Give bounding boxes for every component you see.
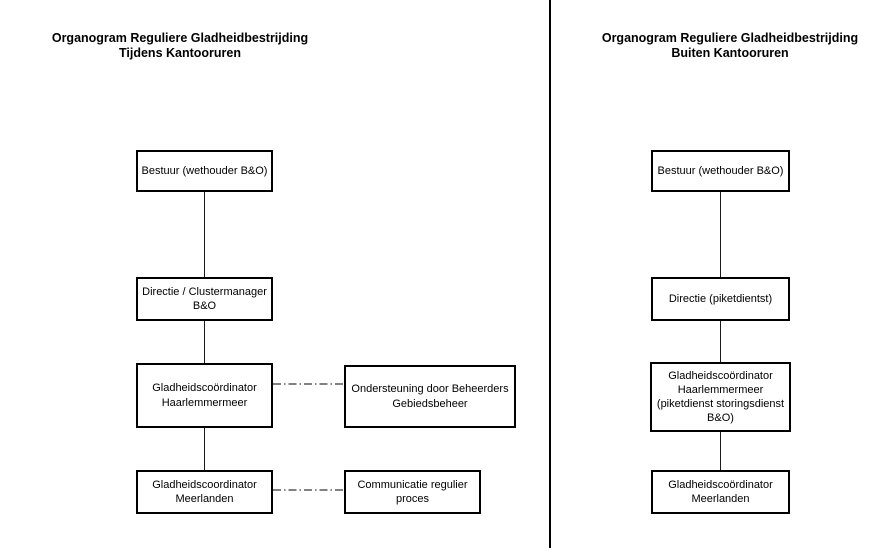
node-bestuur-right-label: Bestuur (wethouder B&O) — [657, 164, 784, 177]
node-coordinator-haarlemmermeer-right: Gladheidscoördinator Haarlemmermeer (pik… — [650, 362, 791, 432]
node-coordinator-meerlanden-right: Gladheidscoördinator Meerlanden — [651, 470, 790, 514]
node-ondersteuning-beheerders: Ondersteuning door Beheerders Gebiedsbeh… — [344, 365, 516, 428]
node-communicatie-regulier-label: Communicatie regulier proces — [357, 478, 468, 505]
node-communicatie-regulier: Communicatie regulier proces — [344, 470, 481, 514]
dashdot-connector-meerlanden-communicatie — [273, 489, 344, 491]
node-directie-piketdienst-label: Directie (piketdientst) — [668, 292, 773, 305]
dashdot-connector-haarlemmermeer-ondersteuning — [273, 383, 344, 385]
chart-title-tijdens-kantooruren: Organogram Reguliere Gladheidbestrijding… — [51, 31, 309, 61]
node-ondersteuning-beheerders-label: Ondersteuning door Beheerders Gebiedsbeh… — [351, 383, 509, 410]
node-coordinator-haarlemmermeer-left: Gladheidscoördinator Haarlemmermeer — [136, 363, 273, 428]
chart-title-buiten-kantooruren: Organogram Reguliere Gladheidbestrijding… — [601, 31, 859, 61]
node-directie-piketdienst: Directie (piketdientst) — [651, 277, 790, 321]
node-coordinator-meerlanden-left-label: Gladheidscoordinator Meerlanden — [152, 478, 257, 505]
connector-bestuur-directie-right — [720, 192, 721, 277]
connector-directie-haarlemmermeer-right — [720, 321, 721, 362]
node-coordinator-meerlanden-right-label: Gladheidscoördinator Meerlanden — [668, 478, 773, 505]
node-coordinator-haarlemmermeer-right-label: Gladheidscoördinator Haarlemmermeer (pik… — [656, 369, 785, 425]
connector-haarlemmermeer-meerlanden-right — [720, 432, 721, 470]
node-bestuur-left: Bestuur (wethouder B&O) — [136, 150, 273, 192]
connector-bestuur-directie-left — [204, 192, 205, 277]
node-coordinator-haarlemmermeer-left-label: Gladheidscoördinator Haarlemmermeer — [152, 382, 257, 409]
node-bestuur-left-label: Bestuur (wethouder B&O) — [141, 164, 268, 177]
node-coordinator-meerlanden-left: Gladheidscoordinator Meerlanden — [136, 470, 273, 514]
node-bestuur-right: Bestuur (wethouder B&O) — [651, 150, 790, 192]
page-divider-line — [549, 0, 551, 548]
connector-haarlemmermeer-meerlanden-left — [204, 428, 205, 470]
node-directie-clustermanager-label: Directie / Clustermanager B&O — [142, 285, 267, 312]
node-directie-clustermanager: Directie / Clustermanager B&O — [136, 277, 273, 321]
connector-directie-haarlemmermeer-left — [204, 321, 205, 363]
